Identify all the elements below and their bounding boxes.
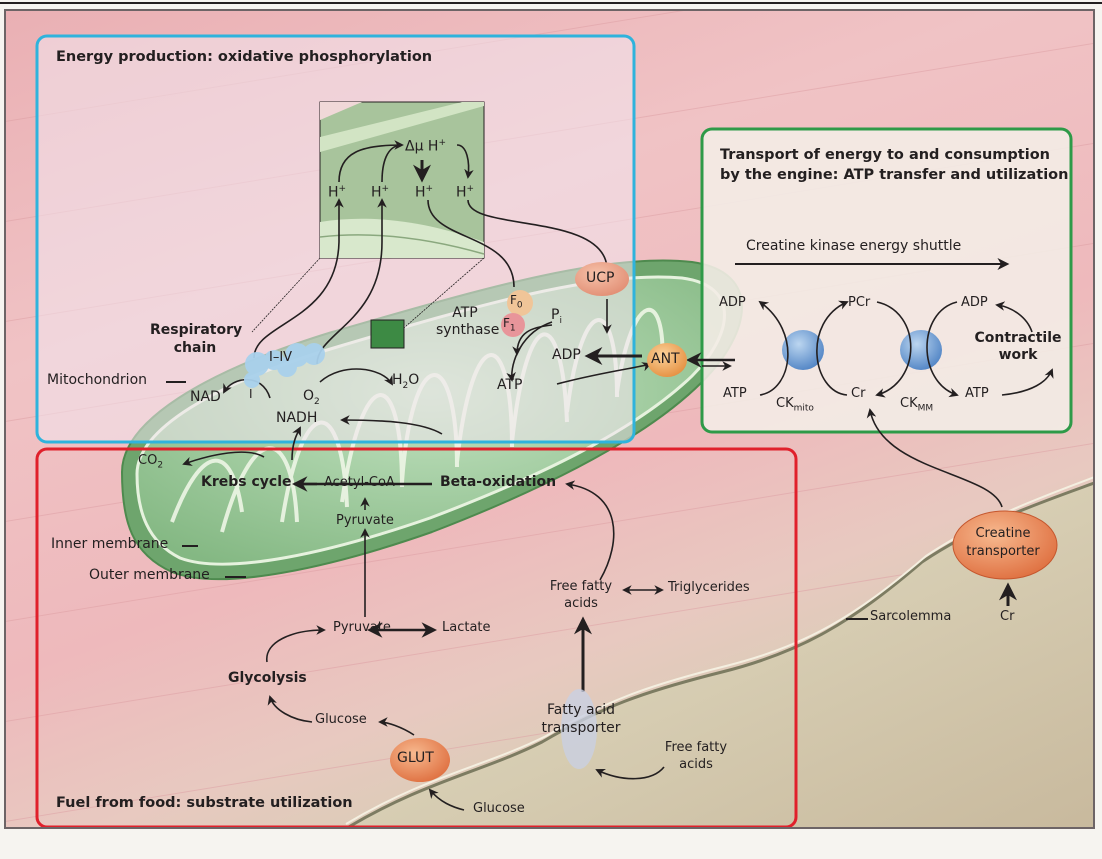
free-fatty-acids-extracellular-line2: acids <box>679 757 713 772</box>
top-rule <box>0 2 1102 4</box>
proton-label-2: H+ <box>371 184 390 201</box>
fatty-acid-transporter-protein <box>561 689 597 769</box>
co2-label: CO2 <box>138 453 164 471</box>
respiratory-complex <box>244 343 325 388</box>
ant-label: ANT <box>651 351 680 367</box>
inner-membrane-label: Inner membrane <box>51 536 169 552</box>
ck-mm-label: CKMM <box>900 396 934 414</box>
proton-label-4: H+ <box>456 184 475 201</box>
beta-oxidation-label: Beta-oxidation <box>440 474 557 490</box>
free-fatty-acids-label-line2: acids <box>564 596 598 611</box>
creatine-transporter-protein <box>952 510 1058 580</box>
glucose-extracellular-label: Glucose <box>473 801 525 816</box>
f0-subunit <box>507 290 533 316</box>
glucose-cyto-label: Glucose <box>315 712 367 727</box>
shuttle-pcr: PCr <box>848 295 871 310</box>
ck-mito-label: CKmito <box>776 396 814 414</box>
creatine-transporter-label-line2: transporter <box>966 544 1040 559</box>
shuttle-title: Creatine kinase energy shuttle <box>746 238 962 254</box>
inset-source-marker <box>370 319 405 349</box>
lactate-label: Lactate <box>442 620 491 635</box>
pyruvate-mito-label: Pyruvate <box>336 513 394 528</box>
shuttle-adp-left: ADP <box>719 295 746 310</box>
panel-energy-production-title: Energy production: oxidative phosphoryla… <box>56 49 433 65</box>
f0-label: F0 <box>510 293 523 311</box>
delta-mu-proton-label: Δμ H+ <box>405 138 447 155</box>
proton-label-3: H+ <box>415 184 434 201</box>
fatty-acid-transporter-label-line2: transporter <box>541 720 621 736</box>
complex-i-iv-label: I–IV <box>269 350 293 365</box>
nadh-label: NADH <box>276 410 318 426</box>
nad-label: NAD <box>190 389 221 405</box>
f1-subunit <box>501 313 525 337</box>
shuttle-cr: Cr <box>851 386 866 401</box>
pi-label: Pi <box>551 307 562 326</box>
h2o-label: H2O <box>392 372 420 391</box>
illustration <box>6 11 1093 827</box>
adp-label: ADP <box>552 347 581 363</box>
mitochondrion-label: Mitochondrion <box>47 372 148 388</box>
fatty-acid-transporter-label-line1: Fatty acid <box>546 702 616 718</box>
figure-frame <box>4 9 1095 829</box>
triglycerides-label: Triglycerides <box>668 580 750 595</box>
ck-mm-enzyme <box>900 330 942 370</box>
krebs-cycle-label: Krebs cycle <box>201 474 292 490</box>
atp-label: ATP <box>497 377 523 393</box>
respiratory-chain-label-line1: Respiratory <box>150 322 243 338</box>
contractile-work-line2: work <box>998 347 1038 363</box>
creatine-extracellular-label: Cr <box>1000 609 1015 624</box>
shuttle-atp-right: ATP <box>965 386 989 401</box>
extracellular-region <box>348 483 1093 827</box>
creatine-transporter-label-line1: Creatine <box>975 526 1031 541</box>
atp-synthase-label-line2: synthase <box>436 322 500 338</box>
pyruvate-cyto-label: Pyruvate <box>333 620 391 635</box>
complex-i-label: I <box>249 387 253 401</box>
acetyl-coa-label: Acetyl-CoA <box>324 475 395 490</box>
free-fatty-acids-extracellular-line1: Free fatty <box>664 740 728 755</box>
proton-label-1: H+ <box>328 184 347 201</box>
sarcolemma-label: Sarcolemma <box>870 609 952 624</box>
panel-fuel-border <box>35 447 798 827</box>
panel-transport-title-line1: Transport of energy to and consumption <box>720 147 1050 163</box>
shuttle-adp-right: ADP <box>961 295 988 310</box>
free-fatty-acids-label-line1: Free fatty <box>549 579 613 594</box>
ck-mito-enzyme <box>782 330 824 370</box>
ucp-label: UCP <box>586 270 615 286</box>
membrane-detail-inset <box>251 101 485 348</box>
atp-synthase-label-line1: ATP <box>452 305 478 321</box>
panel-transport-title-line2: by the engine: ATP transfer and utilizat… <box>720 167 1069 183</box>
panel-fuel-title: Fuel from food: substrate utilization <box>56 795 353 811</box>
outer-membrane-label: Outer membrane <box>89 567 210 583</box>
glut-protein <box>390 738 450 782</box>
ucp-protein <box>575 262 629 296</box>
contractile-work-line1: Contractile <box>974 330 1062 346</box>
o2-label: O2 <box>303 388 320 407</box>
glut-label: GLUT <box>397 750 434 766</box>
shuttle-atp-left: ATP <box>723 386 747 401</box>
respiratory-chain-label-line2: chain <box>173 340 217 356</box>
glycolysis-label: Glycolysis <box>228 670 307 686</box>
f1-label: F1 <box>503 316 516 334</box>
ant-protein <box>647 343 687 377</box>
